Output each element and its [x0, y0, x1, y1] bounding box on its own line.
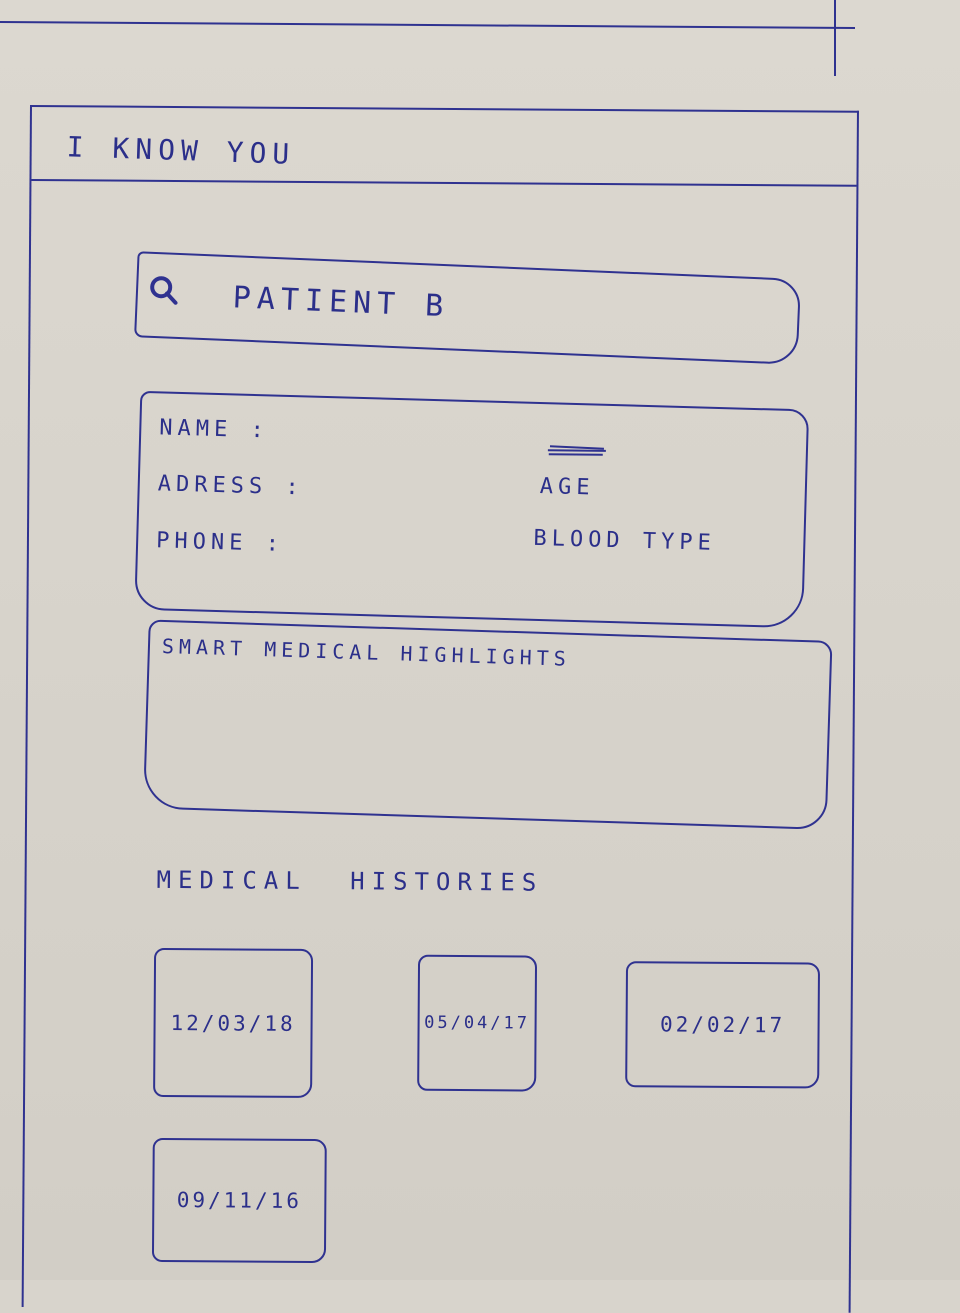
history-date: 05/04/17 — [424, 1012, 531, 1034]
medical-histories-title: Medical histories — [156, 865, 544, 897]
history-date: 09/11/16 — [176, 1188, 303, 1213]
app-window: I know you Name : Adress : Phone : Age B… — [21, 105, 859, 1313]
history-card[interactable]: 09/11/16 — [151, 1137, 327, 1264]
sketch-stray-line-horizontal — [0, 21, 855, 29]
sketch-stray-line-vertical — [834, 0, 836, 76]
scribbled-out-mark — [546, 442, 608, 458]
phone-label: Phone : — [155, 528, 285, 557]
history-card[interactable]: 05/04/17 — [417, 954, 538, 1092]
patient-info-card: Name : Adress : Phone : Age Blood type — [134, 390, 810, 629]
address-label: Adress : — [157, 471, 305, 501]
history-date: 12/03/18 — [170, 1010, 296, 1036]
window-title: I know you — [66, 130, 296, 171]
search-bar[interactable] — [134, 251, 802, 365]
history-card[interactable]: 12/03/18 — [153, 947, 314, 1098]
history-date: 02/02/17 — [659, 1012, 786, 1038]
highlights-heading: Smart medical highlights — [161, 633, 572, 671]
title-bar: I know you — [31, 107, 857, 187]
name-label: Name : — [158, 415, 270, 444]
search-icon[interactable] — [147, 274, 178, 305]
search-input[interactable] — [231, 275, 754, 341]
blood-type-label: Blood type — [533, 525, 717, 556]
history-card[interactable]: 02/02/17 — [625, 961, 821, 1089]
smart-medical-highlights-panel: Smart medical highlights — [142, 619, 833, 830]
sketch-paper — [0, 0, 960, 1280]
age-label: Age — [539, 473, 595, 501]
